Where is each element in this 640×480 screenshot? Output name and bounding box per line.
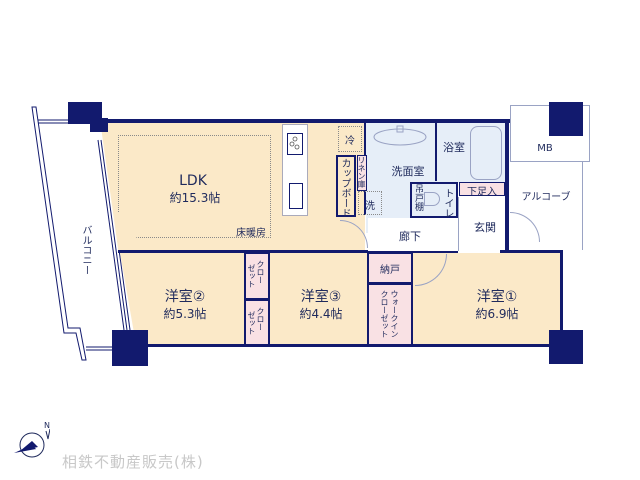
fridge-space (338, 126, 362, 152)
company-name: 相鉄不動産販売(株) (62, 453, 204, 471)
shoe-box (459, 182, 505, 196)
fridge-label: 冷 (345, 136, 355, 147)
western-2-area: 約5.3帖 (163, 307, 207, 321)
wash-basin-icon (370, 125, 430, 147)
washer-space (358, 191, 382, 215)
western-1-top-wall (500, 250, 563, 253)
washroom-label: 洗面室 (391, 165, 425, 178)
linen-closet (357, 155, 367, 191)
hallway-label: 廊下 (399, 230, 421, 243)
bathroom-wall (435, 123, 437, 181)
pillar-bottom-right (549, 330, 583, 364)
meter-box-label: MB (537, 143, 553, 154)
ldk-bottom-wall (118, 250, 458, 253)
bottom-wall (130, 344, 563, 347)
storage-room (367, 252, 413, 284)
washer-label: 洗 (365, 201, 375, 212)
western-3-name: 洋室③ (300, 289, 342, 305)
room-hallway (368, 218, 458, 251)
ldk-name: LDK (179, 173, 207, 189)
pillar-bottom-left (112, 330, 148, 366)
bathroom-label: 浴室 (443, 141, 465, 154)
cupboard-label: カップボード (339, 158, 350, 218)
room-western-3 (270, 253, 368, 345)
western-1-right-wall (560, 250, 563, 345)
hanging-cabinet-label: 吊戸棚 (413, 184, 423, 211)
western-2-name: 洋室② (164, 289, 206, 305)
floor-heating-area (118, 135, 271, 238)
toilet-icon (424, 192, 440, 206)
cupboard (336, 155, 356, 217)
ldk-area: 約15.3帖 (169, 191, 221, 205)
compass-north-label: N (44, 421, 50, 430)
balcony-label: バルコニー (80, 225, 91, 275)
closet-a-line1: クロー (256, 260, 265, 284)
compass-north-icon (14, 428, 51, 463)
shoe-box-label: 下足入 (467, 187, 497, 198)
compass: N (10, 421, 51, 465)
entrance-right-wall (505, 120, 509, 255)
closet-a (244, 252, 270, 300)
top-wall (100, 119, 510, 123)
toilet-label: トイレ (442, 188, 453, 218)
storage-label: 納戸 (380, 265, 400, 276)
closet-b (244, 299, 270, 346)
western-3-area: 約4.4帖 (299, 307, 343, 321)
bathtub-icon (470, 126, 502, 180)
alcove-label: アルコーブ (521, 192, 571, 203)
ldk-floor-heating-note: 床暖房 (236, 228, 266, 239)
room-ldk (100, 120, 365, 252)
entrance-label: 玄関 (474, 221, 496, 234)
pillar-top-right (549, 102, 583, 136)
western-1-name: 洋室① (476, 289, 518, 305)
closet-b-line2: ゼット (247, 311, 256, 335)
closet-a-line2: ゼット (247, 264, 256, 288)
pillar-top-left-inner (90, 118, 108, 132)
western-1-area: 約6.9帖 (475, 307, 519, 321)
kitchen-sink-icon (289, 183, 303, 209)
linen-label: リネン庫 (357, 156, 366, 188)
alcove-right-line (582, 162, 583, 250)
room-western-2 (120, 253, 244, 345)
walk-in-line2: クローゼット (380, 290, 389, 338)
walk-in-line1: ウォークイン (390, 290, 399, 338)
stove-icon (287, 133, 303, 155)
room-entrance (458, 197, 506, 251)
closet-b-line1: クロー (256, 307, 265, 331)
